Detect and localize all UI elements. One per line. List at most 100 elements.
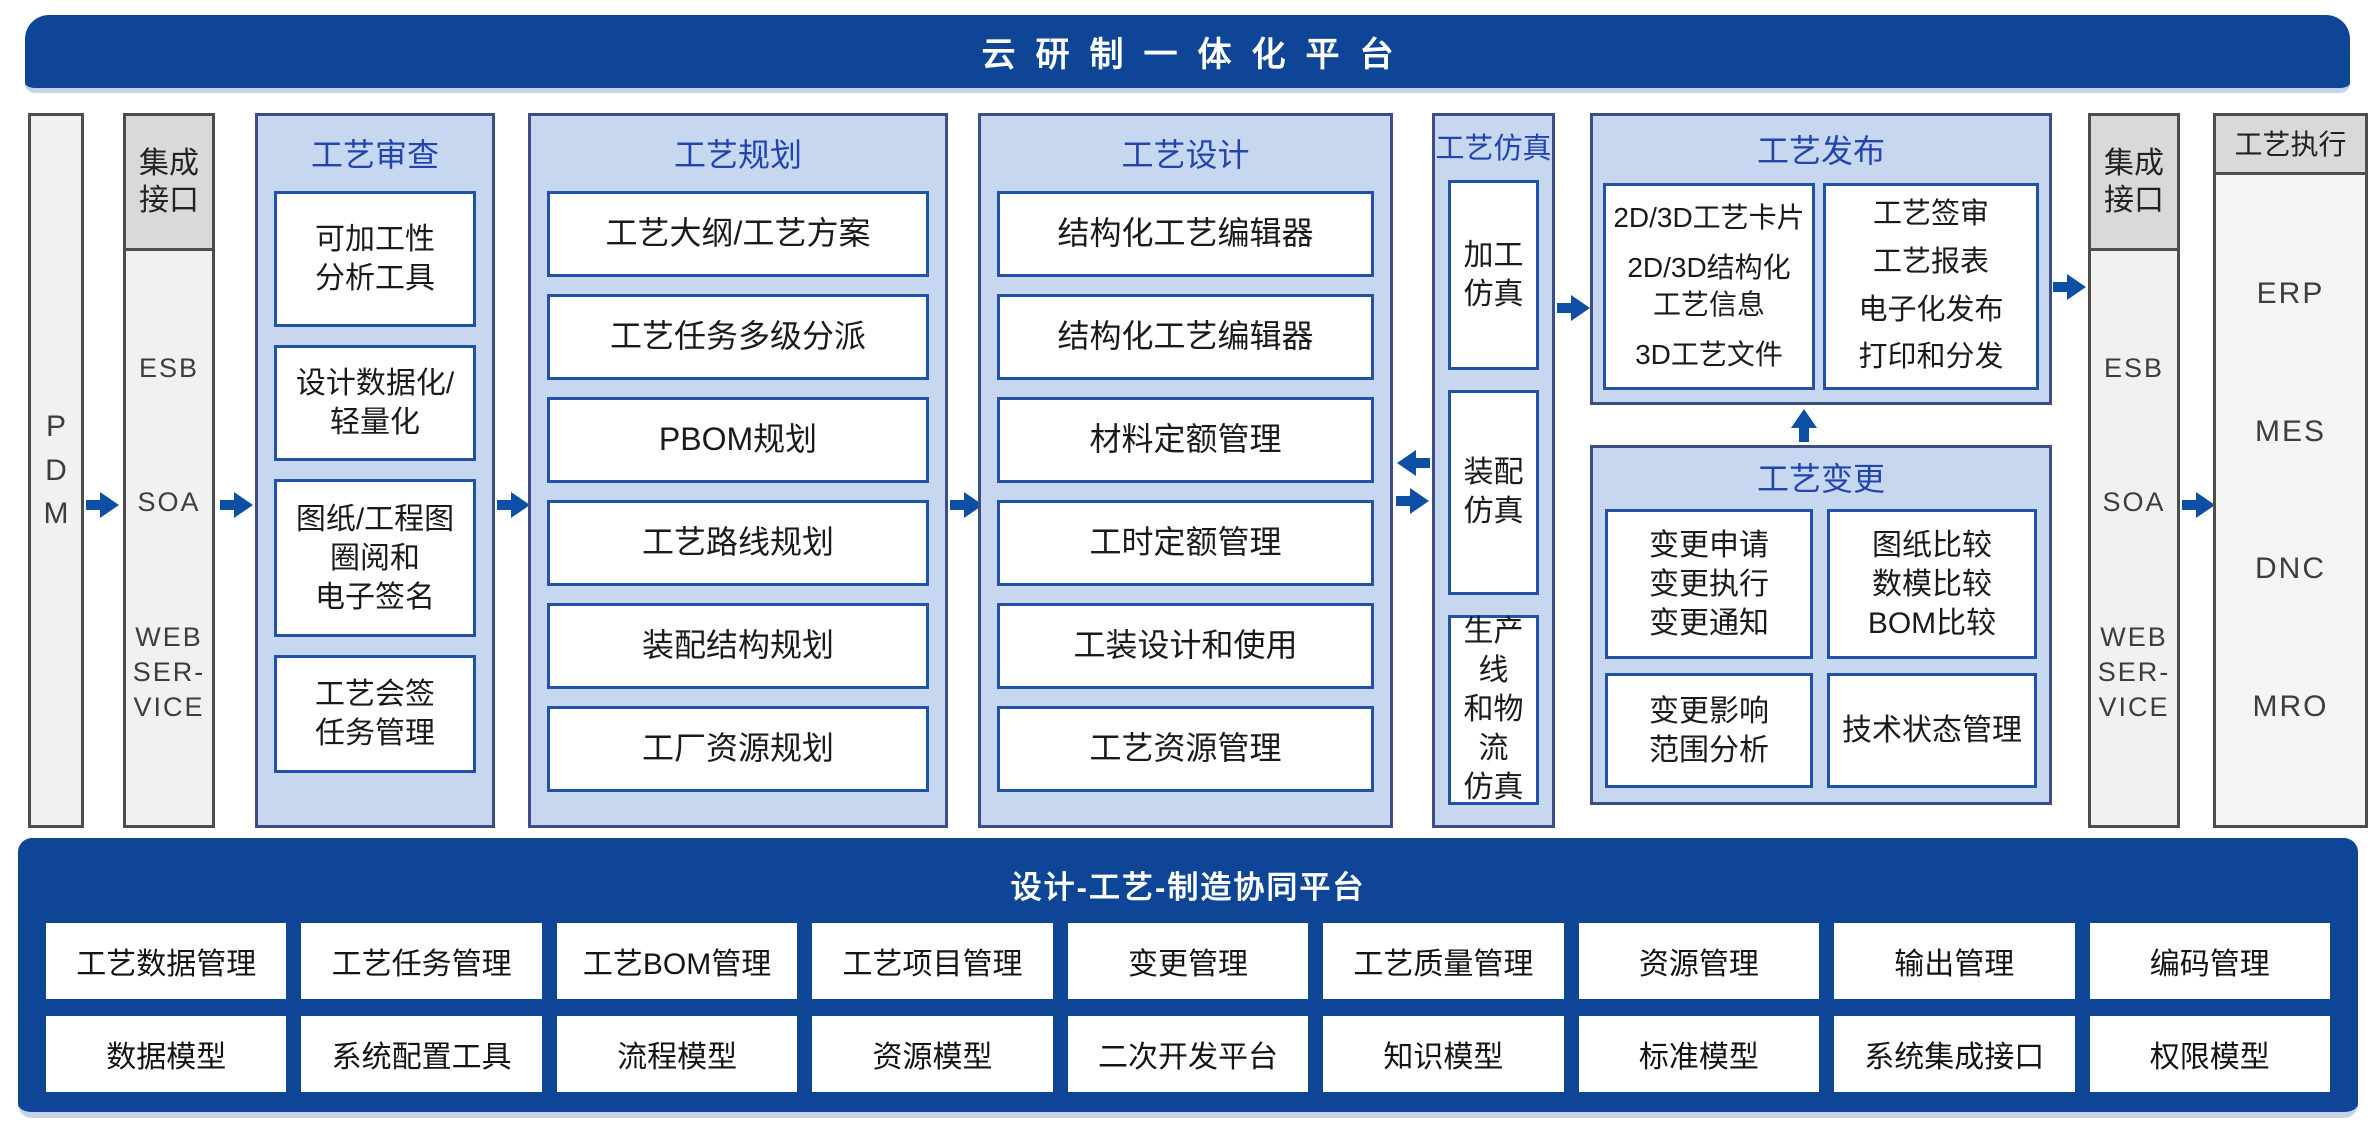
change-box-request-execute-notify: 变更申请 变更执行 变更通知 bbox=[1605, 509, 1813, 660]
review-box-countersign-task: 工艺会签 任务管理 bbox=[274, 655, 476, 774]
integration-left-item-soa: SOA bbox=[137, 487, 201, 518]
pdm-label: P D M bbox=[43, 410, 69, 531]
platform-box-change-mgmt: 变更管理 bbox=[1067, 923, 1309, 999]
simulation-box-machining: 加工 仿真 bbox=[1448, 179, 1539, 370]
process-publish-title: 工艺发布 bbox=[1756, 133, 1885, 169]
arrow-review-to-planning-icon bbox=[497, 492, 531, 518]
change-box-config-status: 技术状态管理 bbox=[1827, 673, 2037, 788]
arrow-simulation-to-design-icon bbox=[1396, 450, 1430, 476]
pdm-column: P D M bbox=[28, 113, 84, 828]
review-box-machinability: 可加工性 分析工具 bbox=[274, 191, 476, 328]
review-box-drawing-signoff: 图纸/工程图 圈阅和 电子签名 bbox=[274, 479, 476, 638]
platform-box-workflow-model: 流程模型 bbox=[556, 1016, 798, 1092]
integration-left-body: ESB SOA WEB SER- VICE bbox=[126, 251, 212, 825]
integration-left-header: 集成 接口 bbox=[126, 116, 212, 251]
arrow-design-to-simulation-icon bbox=[1396, 488, 1430, 514]
integration-right-item-webservice: WEB SER- VICE bbox=[2097, 622, 2171, 723]
platform-row-models: 数据模型 系统配置工具 流程模型 资源模型 二次开发平台 知识模型 标准模型 系… bbox=[18, 1016, 2358, 1092]
process-review-title: 工艺审查 bbox=[310, 137, 439, 173]
process-design-title: 工艺设计 bbox=[1121, 137, 1250, 173]
process-publish-boxes: 2D/3D工艺卡片 2D/3D结构化 工艺信息 3D工艺文件 工艺签审 工艺报表… bbox=[1593, 183, 2049, 402]
planning-box-factory-resource: 工厂资源规划 bbox=[547, 706, 929, 793]
arrow-simulation-to-publish-icon bbox=[1557, 295, 1591, 321]
change-box-comparisons: 图纸比较 数模比较 BOM比较 bbox=[1827, 509, 2037, 660]
execution-item-erp: ERP bbox=[2256, 276, 2325, 310]
process-change-panel: 工艺变更 变更申请 变更执行 变更通知 图纸比较 数模比较 BOM比较 变更影响… bbox=[1590, 445, 2052, 805]
arrow-integration-to-execution-icon bbox=[2182, 492, 2216, 518]
process-change-title: 工艺变更 bbox=[1756, 461, 1885, 497]
process-simulation-title: 工艺仿真 bbox=[1435, 133, 1552, 165]
platform-box-process-project-mgmt: 工艺项目管理 bbox=[812, 923, 1053, 999]
design-box-structured-editor-2: 结构化工艺编辑器 bbox=[997, 294, 1374, 381]
design-box-structured-editor-1: 结构化工艺编辑器 bbox=[997, 191, 1374, 278]
platform-box-process-task-mgmt: 工艺任务管理 bbox=[301, 923, 542, 999]
platform-box-knowledge-model: 知识模型 bbox=[1323, 1016, 1564, 1092]
platform-box-data-model: 数据模型 bbox=[46, 1016, 287, 1092]
execution-item-dnc: DNC bbox=[2255, 552, 2326, 586]
publish-action-reports: 工艺报表 bbox=[1872, 245, 1989, 278]
arrow-integration-to-review-icon bbox=[220, 492, 254, 518]
simulation-box-production-line: 生产线 和物流 仿真 bbox=[1448, 614, 1539, 805]
publish-action-signoff: 工艺签审 bbox=[1872, 198, 1989, 231]
process-simulation-boxes: 加工 仿真 装配 仿真 生产线 和物流 仿真 bbox=[1435, 179, 1552, 825]
integration-left-item-webservice: WEB SER- VICE bbox=[132, 622, 206, 723]
platform-box-standard-model: 标准模型 bbox=[1578, 1016, 1820, 1092]
arrow-change-to-publish-icon bbox=[1791, 408, 1817, 442]
design-box-workhour-quota: 工时定额管理 bbox=[997, 500, 1374, 587]
platform-box-resource-mgmt: 资源管理 bbox=[1578, 923, 1820, 999]
platform-box-coding-mgmt: 编码管理 bbox=[2089, 923, 2330, 999]
publish-box-outputs: 2D/3D工艺卡片 2D/3D结构化 工艺信息 3D工艺文件 bbox=[1603, 183, 1815, 390]
platform-box-process-quality-mgmt: 工艺质量管理 bbox=[1323, 923, 1564, 999]
top-banner-title: 云研制一体化平台 bbox=[981, 36, 1414, 74]
execution-item-mro: MRO bbox=[2252, 690, 2329, 724]
integration-right-item-esb: ESB bbox=[2103, 352, 2165, 383]
execution-item-mes: MES bbox=[2254, 414, 2326, 448]
publish-output-cards: 2D/3D工艺卡片 bbox=[1613, 202, 1805, 233]
process-design-boxes: 结构化工艺编辑器 结构化工艺编辑器 材料定额管理 工时定额管理 工装设计和使用 … bbox=[981, 191, 1390, 825]
publish-action-print-distribute: 打印和分发 bbox=[1858, 341, 2004, 374]
process-planning-boxes: 工艺大纲/工艺方案 工艺任务多级分派 PBOM规划 工艺路线规划 装配结构规划 … bbox=[531, 191, 945, 825]
design-box-resource-mgmt: 工艺资源管理 bbox=[997, 706, 1374, 793]
design-box-material-quota: 材料定额管理 bbox=[997, 397, 1374, 484]
platform-box-secondary-dev-platform: 二次开发平台 bbox=[1067, 1016, 1309, 1092]
planning-box-assembly-structure: 装配结构规划 bbox=[547, 603, 929, 690]
publish-action-electronic-release: 电子化发布 bbox=[1858, 293, 2004, 326]
design-box-tooling: 工装设计和使用 bbox=[997, 603, 1374, 690]
top-banner: 云研制一体化平台 bbox=[25, 15, 2350, 93]
publish-box-actions: 工艺签审 工艺报表 电子化发布 打印和分发 bbox=[1823, 183, 2039, 390]
process-publish-panel: 工艺发布 2D/3D工艺卡片 2D/3D结构化 工艺信息 3D工艺文件 工艺签审… bbox=[1590, 113, 2052, 405]
process-simulation-panel: 工艺仿真 加工 仿真 装配 仿真 生产线 和物流 仿真 bbox=[1432, 113, 1555, 828]
platform-box-process-bom-mgmt: 工艺BOM管理 bbox=[556, 923, 798, 999]
process-change-boxes: 变更申请 变更执行 变更通知 图纸比较 数模比较 BOM比较 变更影响 范围分析… bbox=[1593, 509, 2049, 802]
collaboration-platform-panel: 设计-工艺-制造协同平台 工艺数据管理 工艺任务管理 工艺BOM管理 工艺项目管… bbox=[18, 838, 2358, 1118]
review-box-design-dataization: 设计数据化/ 轻量化 bbox=[274, 345, 476, 462]
process-execution-column: 工艺执行 ERP MES DNC MRO bbox=[2213, 113, 2368, 828]
integration-right-item-soa: SOA bbox=[2102, 487, 2166, 518]
planning-box-task-dispatch: 工艺任务多级分派 bbox=[547, 294, 929, 381]
planning-box-pbom: PBOM规划 bbox=[547, 397, 929, 484]
process-planning-title: 工艺规划 bbox=[673, 137, 802, 173]
integration-right-body: ESB SOA WEB SER- VICE bbox=[2091, 251, 2177, 825]
platform-box-process-data-mgmt: 工艺数据管理 bbox=[46, 923, 287, 999]
process-review-panel: 工艺审查 可加工性 分析工具 设计数据化/ 轻量化 图纸/工程图 圈阅和 电子签… bbox=[255, 113, 495, 828]
collaboration-platform-title: 设计-工艺-制造协同平台 bbox=[1010, 870, 1366, 905]
planning-box-outline: 工艺大纲/工艺方案 bbox=[547, 191, 929, 278]
process-execution-header: 工艺执行 bbox=[2216, 116, 2365, 175]
platform-box-permission-model: 权限模型 bbox=[2089, 1016, 2330, 1092]
process-review-boxes: 可加工性 分析工具 设计数据化/ 轻量化 图纸/工程图 圈阅和 电子签名 工艺会… bbox=[258, 191, 492, 825]
process-execution-body: ERP MES DNC MRO bbox=[2216, 175, 2365, 825]
platform-row-management: 工艺数据管理 工艺任务管理 工艺BOM管理 工艺项目管理 变更管理 工艺质量管理… bbox=[18, 923, 2358, 999]
platform-box-output-mgmt: 输出管理 bbox=[1834, 923, 2075, 999]
integration-right-column: 集成 接口 ESB SOA WEB SER- VICE bbox=[2088, 113, 2180, 828]
arrow-publish-to-integration-icon bbox=[2053, 274, 2087, 300]
integration-left-column: 集成 接口 ESB SOA WEB SER- VICE bbox=[123, 113, 215, 828]
arrow-pdm-to-integration-icon bbox=[86, 492, 120, 518]
publish-output-3d-files: 3D工艺文件 bbox=[1635, 338, 1783, 370]
platform-box-system-config-tool: 系统配置工具 bbox=[301, 1016, 542, 1092]
process-planning-panel: 工艺规划 工艺大纲/工艺方案 工艺任务多级分派 PBOM规划 工艺路线规划 装配… bbox=[528, 113, 948, 828]
integration-left-item-esb: ESB bbox=[138, 352, 200, 383]
change-box-impact-analysis: 变更影响 范围分析 bbox=[1605, 673, 1813, 788]
platform-box-resource-model: 资源模型 bbox=[812, 1016, 1053, 1092]
planning-box-routing: 工艺路线规划 bbox=[547, 500, 929, 587]
integration-right-header: 集成 接口 bbox=[2091, 116, 2177, 251]
